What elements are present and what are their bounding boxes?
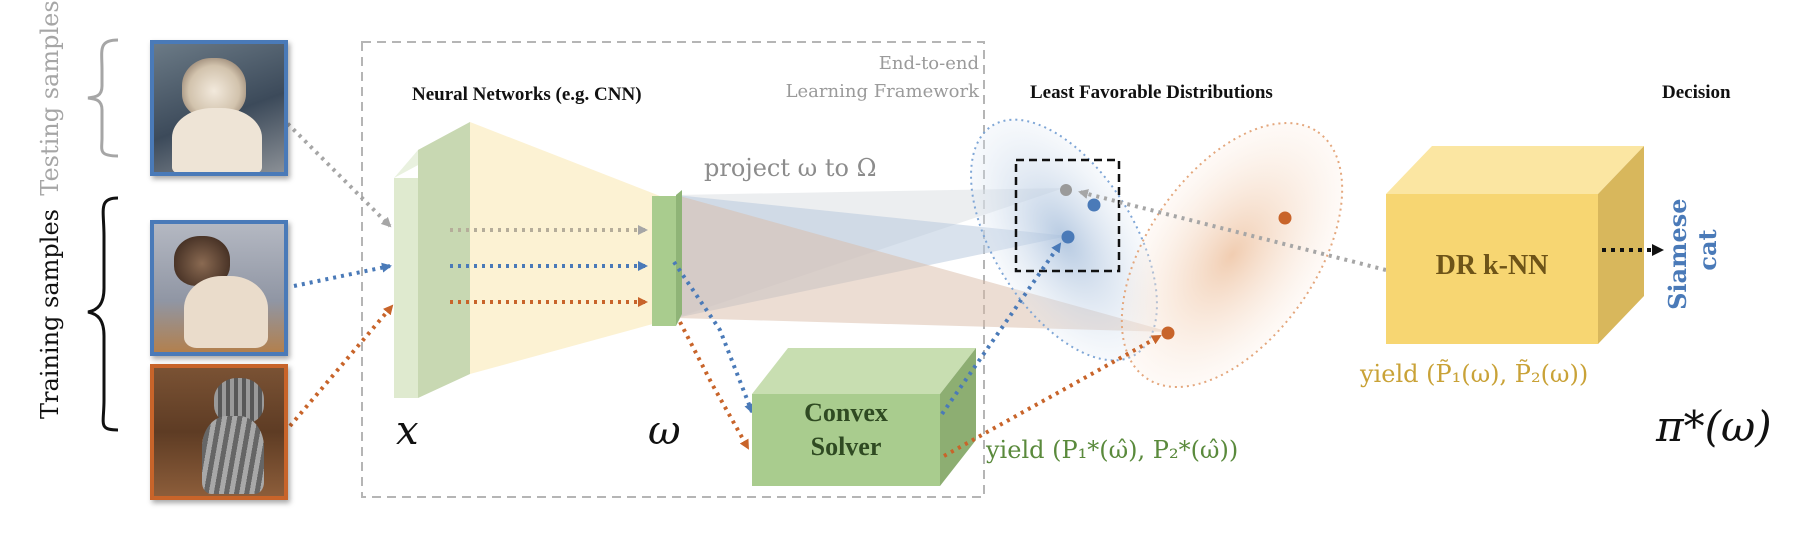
omega-symbol: ω [648,408,681,454]
point-blue-1 [1087,198,1101,212]
arrow-omega-solver-blue [672,260,754,414]
x-symbol: x [396,408,419,454]
arrow-solver-orange [943,334,1162,458]
decision-title: Decision [1662,82,1731,103]
yield-p-star-label: yield (P₁*(ω̂), P₂*(ω̂)) [986,436,1239,464]
knn-side [1598,146,1644,344]
framework-label-line2: Learning Framework [785,81,979,102]
arrow-solver-blue [940,242,1062,416]
omega-layer-front [652,196,676,326]
arrow-train2-input [288,304,394,428]
framework-box [361,41,985,498]
input-layer-side [418,122,470,398]
orange-distribution [1120,122,1344,388]
point-orange-1 [1278,211,1292,225]
project-label: project ω to Ω [704,154,877,182]
uncertainty-set-box [1014,158,1121,273]
training-samples-text: Training samples [36,209,64,419]
framework-label: End-to-end Learning Framework [786,50,979,106]
solver-label-line2: Solver [810,432,882,461]
point-blue-2 [1061,230,1075,244]
omega-layer-side [676,190,682,326]
framework-label-line1: End-to-end [878,53,979,74]
lfd-title: Least Favorable Distributions [1030,82,1273,103]
testing-samples-label: Testing samples [36,0,64,195]
nn-title: Neural Networks (e.g. CNN) [412,84,642,105]
training-brace [87,196,119,432]
solver-top [752,348,976,394]
yield-p-tilde-label: yield (P̃₁(ω), P̃₂(ω)) [1360,360,1589,388]
input-layer-front [394,178,418,398]
training-samples-label: Training samples [36,209,64,419]
solver-side [940,348,976,486]
result-label: Siamese cat [1663,190,1722,310]
arrow-train1-input [293,262,392,288]
policy-symbol: π*(ω) [1656,402,1772,451]
solver-front [752,394,940,486]
training-sample-photo-2 [150,364,288,500]
result-line1: Siamese [1663,198,1692,309]
point-orange-2 [1161,326,1175,340]
point-gray [1060,184,1072,196]
testing-sample-photo [150,40,288,176]
solver-label: Convex Solver [752,396,940,464]
knn-label: DR k-NN [1435,250,1549,281]
result-line2: cat [1693,229,1722,270]
nn-funnel [470,122,660,374]
knn-top [1386,146,1644,194]
arrow-omega-solver-orange [678,321,750,450]
knn-front [1386,194,1598,344]
training-sample-photo-1 [150,220,288,356]
testing-brace [87,38,119,158]
arrow-test-input [280,116,392,228]
testing-samples-text: Testing samples [36,0,64,195]
solver-label-line1: Convex [804,398,888,427]
